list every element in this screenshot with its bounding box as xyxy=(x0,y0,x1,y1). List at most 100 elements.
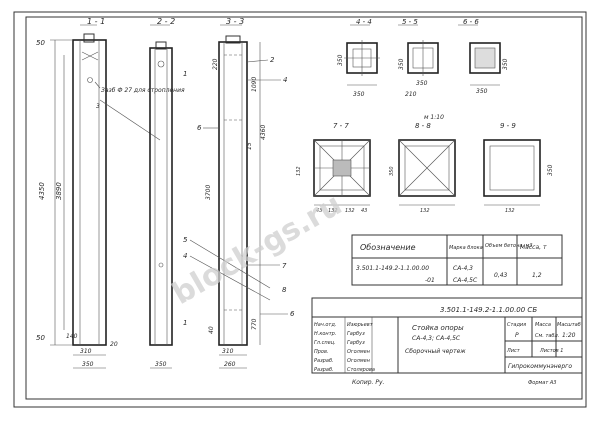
sig-role-3: Гл.спец. xyxy=(314,340,336,346)
callout-2: 2 xyxy=(270,56,275,64)
sig-name-1: Изюрьевт xyxy=(347,322,374,328)
sheet-border xyxy=(13,11,587,408)
dim-col1-top-left: 50 xyxy=(36,39,45,47)
section-label-6-6: 6 - 6 xyxy=(463,18,479,26)
callout-4: 4 xyxy=(283,76,287,84)
view-3-3: 3 - 3 4360 15 220 1090 3700 770 40 310 2… xyxy=(183,17,295,369)
section-5-5: 5 - 5 350 210 350 xyxy=(398,18,439,98)
spec-header-designation: Обозначение xyxy=(360,243,416,252)
column-2-top-loop xyxy=(155,41,167,50)
spec-row1-mass: 1,2 xyxy=(532,272,542,279)
ground-hole-2 xyxy=(158,262,164,268)
spec-row1-mark: СА-4,3 xyxy=(453,265,473,272)
dim-66-height: 350 xyxy=(502,58,509,70)
mass-label: Масса xyxy=(535,322,551,328)
dim-55-height: 350 xyxy=(398,58,405,70)
dim-99-h: 350 xyxy=(547,164,554,176)
dim-99-a: 132 xyxy=(505,208,515,214)
spec-header-mass: Масса, т xyxy=(520,244,547,251)
section-label-9-9: 9 - 9 xyxy=(500,122,516,130)
dim-col3-bottom: 770 xyxy=(251,318,258,330)
section-label-8-8: 8 - 8 xyxy=(415,122,431,130)
lifting-hole-2 xyxy=(157,60,165,68)
title-line3: Сборочный чертеж xyxy=(405,348,466,355)
dim-55-w: 210 xyxy=(405,91,417,98)
dim-66-width: 350 xyxy=(476,88,488,95)
title-block: 3.501.1-149.2-1.1.00.00 СБ Стойка опоры … xyxy=(311,297,583,386)
column-2-outline xyxy=(149,47,173,346)
section-4-4: 4 - 4 350 350 xyxy=(337,18,380,98)
note-ref-3: 3 xyxy=(96,103,100,110)
note-lifting-hole: Зазб Ф 27 для стропления xyxy=(101,87,185,94)
spec-row1-designation: 3.501.1-149.2-1.1.00.00 xyxy=(356,265,429,272)
sig-name-3: Гарбуз xyxy=(347,340,365,346)
dim-col3-top2: 1090 xyxy=(251,77,258,92)
column-3-outline xyxy=(218,41,248,346)
callout-4b: 4 xyxy=(183,252,187,260)
dim-col3-base2: 260 xyxy=(224,361,236,368)
section-7-7: 7 - 7 132 43 132 132 43 xyxy=(296,122,371,214)
copy-note: Копир. Ру. xyxy=(352,379,385,386)
spec-row1-volume: 0,43 xyxy=(494,272,508,279)
column-1-outline xyxy=(72,39,107,346)
org-name: Гипрокоммунэнерго xyxy=(508,363,572,370)
dim-77-left: 132 xyxy=(296,166,302,176)
dim-col1-bottom-left: 50 xyxy=(36,334,45,342)
column-3-top-loop xyxy=(225,35,241,44)
section-label-2-2: 2 - 2 xyxy=(157,17,175,26)
callout-7: 7 xyxy=(282,262,287,270)
dim-77-bottom-d: 43 xyxy=(361,208,367,214)
scale-label: Масштаб xyxy=(557,322,581,328)
sig-role-6: Разраб. xyxy=(314,367,334,373)
sheets-label: Листов 1 xyxy=(539,348,563,354)
dim-44-width: 350 xyxy=(353,91,365,98)
dim-88-h: 350 xyxy=(389,166,395,176)
stage-value: Р xyxy=(515,332,519,339)
dim-col1-base: 310 xyxy=(80,348,92,355)
dim-col1-base-right: 20 xyxy=(110,341,118,348)
sig-name-2: Гарбуз xyxy=(347,331,365,337)
dim-77-bottom-c: 132 xyxy=(345,208,355,214)
dim-col3-small: 40 xyxy=(208,326,215,334)
sheet-label: Лист xyxy=(506,348,521,354)
dim-88-a: 132 xyxy=(420,208,430,214)
sig-name-5: Оголмен xyxy=(347,358,371,364)
inner-border xyxy=(25,16,583,400)
section-label-4-4: 4 - 4 xyxy=(356,18,372,26)
spec-row2-designation: -01 xyxy=(425,277,435,284)
section-6-6: 6 - 6 350 350 xyxy=(458,18,509,95)
callout-8: 8 xyxy=(282,286,287,294)
dim-col3-base: 310 xyxy=(222,348,234,355)
scale-note: м 1:10 xyxy=(424,114,444,121)
view-1-1: 1 - 1 4350 3890 50 50 140 310 20 350 Заз… xyxy=(36,17,185,369)
callout-6b: 6 xyxy=(290,310,295,318)
title-code: 3.501.1-149.2-1.1.00.00 СБ xyxy=(440,306,537,314)
section-8-8: 8 - 8 132 350 xyxy=(389,122,456,214)
mass-value: См. табл. xyxy=(535,333,559,339)
dim-col1-mid: 3890 xyxy=(55,182,63,200)
spec-header-mark: Марка блока xyxy=(449,245,483,251)
format-note: Формат А3 xyxy=(528,380,556,386)
dim-44-height: 350 xyxy=(337,54,344,66)
dim-col3-right: 4360 xyxy=(260,125,267,140)
callout-5: 5 xyxy=(183,236,188,244)
section-8-8-square xyxy=(398,139,456,197)
stage-label: Стадия xyxy=(507,322,526,328)
sig-role-1: Нач.отд. xyxy=(314,322,336,328)
dim-col3-top: 220 xyxy=(212,58,219,70)
dim-col1-height: 4350 xyxy=(38,182,46,200)
spec-table: Обозначение Марка блока Объем бетона, м3… xyxy=(351,234,563,286)
view-2-2: 2 - 2 350 1 1 xyxy=(149,17,187,369)
sig-role-2: Н.контр. xyxy=(314,331,336,337)
dim-col1-width: 350 xyxy=(82,361,94,368)
dim-col1-gap: 140 xyxy=(66,333,78,340)
callout-6: 6 xyxy=(197,124,202,132)
spec-header-volume: Объем бетона, м3 xyxy=(485,243,533,249)
callout-1b-col2: 1 xyxy=(183,319,187,327)
title-line2: СА-4,3; СА-4,5С xyxy=(412,335,461,342)
callout-1-col2: 1 xyxy=(183,70,187,78)
section-9-9: 9 - 9 132 350 xyxy=(483,122,554,214)
dim-77-bottom-b: 132 xyxy=(328,208,338,214)
